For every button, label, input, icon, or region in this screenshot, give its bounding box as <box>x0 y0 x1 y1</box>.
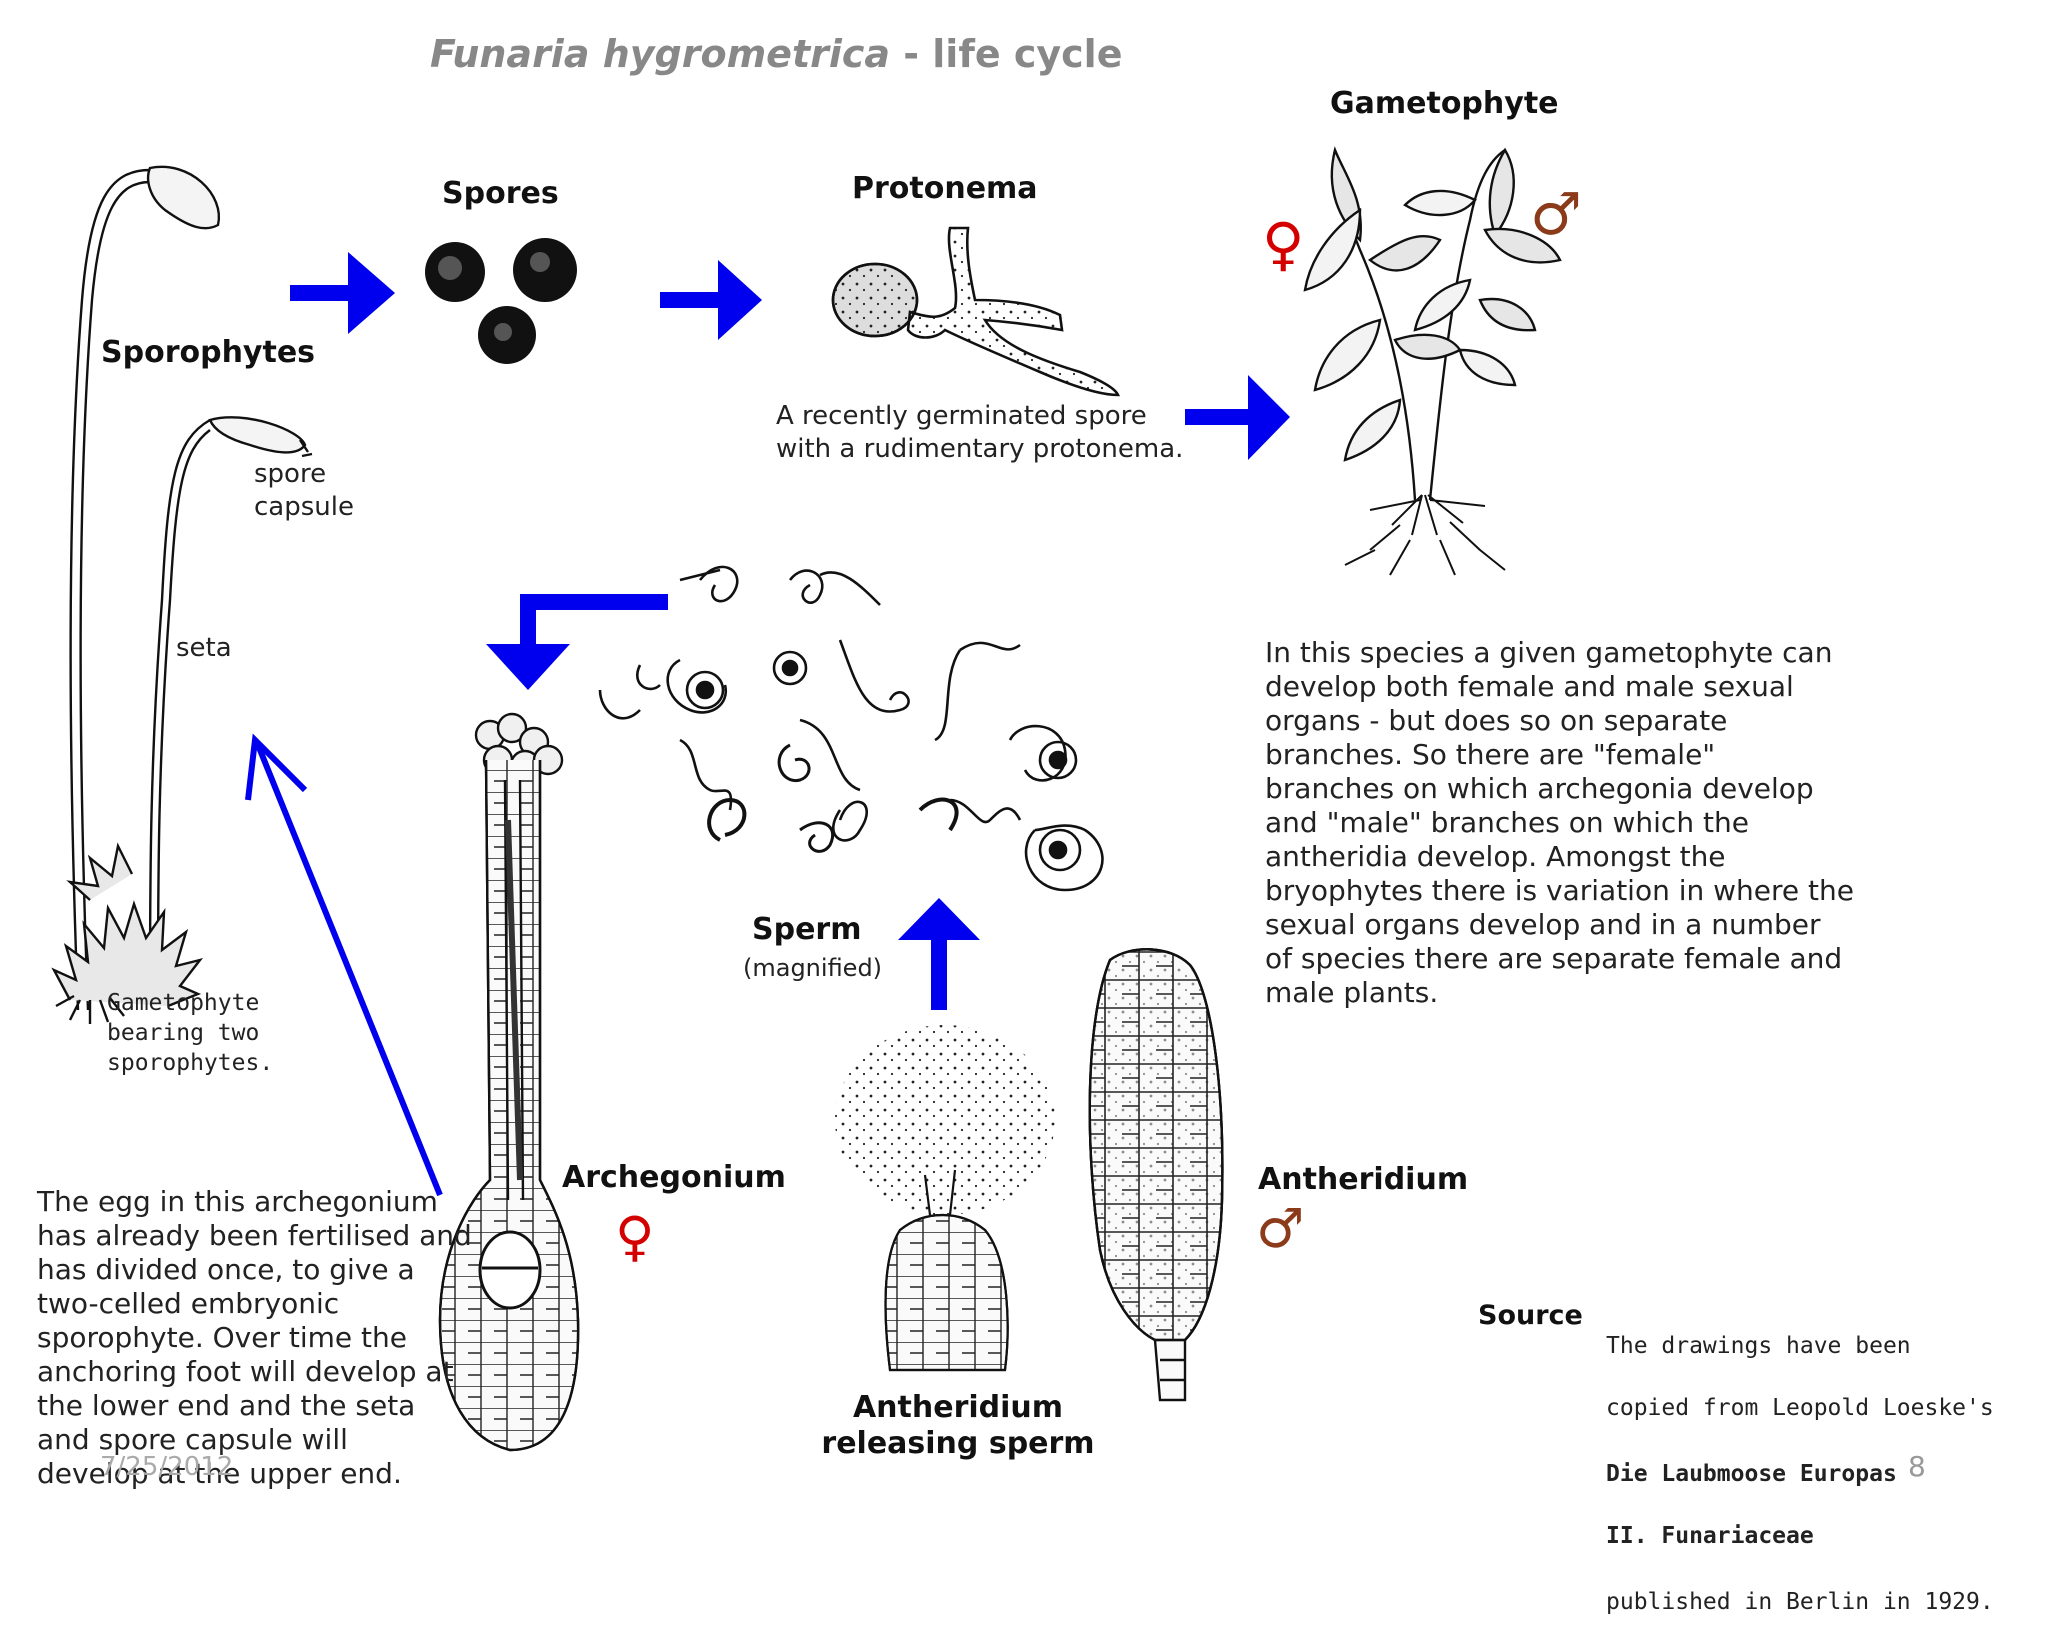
gametophyte-label: Gametophyte <box>1330 86 1559 121</box>
spores-label: Spores <box>442 176 559 211</box>
page-title: Funaria hygrometrica - life cycle <box>430 32 1122 76</box>
archegonium-drawing <box>438 712 580 1452</box>
sporophytes-label: Sporophytes <box>101 335 316 370</box>
gametophyte-drawing <box>1303 146 1562 576</box>
footer-date: 7/25/2012 <box>100 1452 234 1482</box>
arrow-archegonium-to-sporophytes <box>245 733 443 1197</box>
antheridium-label: Antheridium <box>1258 1162 1469 1197</box>
arrow-antheridium-to-sperm <box>898 898 980 1010</box>
male-symbol-gametophyte: ♂ <box>1530 180 1582 248</box>
cycle-arrows <box>245 252 1290 1197</box>
protonema-drawing <box>831 226 1120 397</box>
male-symbol-antheridium: ♂ <box>1256 1197 1305 1260</box>
life-cycle-illustrations <box>51 146 1562 1452</box>
arrow-sporophytes-to-spores <box>290 252 395 334</box>
sperm-drawing <box>598 565 1104 892</box>
antheridium-releasing-label: Antheridium releasing sperm <box>821 1390 1095 1461</box>
source-line-3: published in Berlin in 1929. <box>1606 1589 1994 1615</box>
source-details: The drawings have been copied from Leopo… <box>1606 1300 1994 1649</box>
arrow-gametophyte-to-archegonium <box>486 594 668 690</box>
species-name: Funaria hygrometrica <box>430 32 891 76</box>
antheridium-drawing <box>1088 948 1224 1402</box>
protonema-caption: A recently germinated spore with a rudim… <box>776 401 1184 464</box>
egg-description: The egg in this archegonium has already … <box>37 1185 472 1490</box>
gametophyte-bearing-caption: Gametophyte bearing two sporophytes. <box>107 990 274 1076</box>
arrow-spores-to-protonema <box>660 260 762 340</box>
source-book-title: Die Laubmoose Europas <box>1606 1461 1897 1487</box>
antheridium-releasing-drawing <box>835 1025 1055 1372</box>
archegonium-label: Archegonium <box>562 1160 786 1195</box>
spore-capsule-label: spore capsule <box>254 459 354 522</box>
female-symbol-archegonium: ♀ <box>615 1205 655 1268</box>
spores-drawing <box>425 238 577 364</box>
source-line-2: copied from Leopold Loeske's <box>1606 1395 1994 1421</box>
source-book-part: II. Funariaceae <box>1606 1523 1814 1549</box>
seta-label: seta <box>176 633 232 663</box>
sperm-label: Sperm <box>752 912 862 947</box>
female-symbol-gametophyte: ♀ <box>1262 210 1305 278</box>
source-line-1: The drawings have been <box>1606 1333 1911 1359</box>
title-suffix: - life cycle <box>890 32 1123 76</box>
gametophyte-description: In this species a given gametophyte can … <box>1265 636 1854 1009</box>
protonema-label: Protonema <box>852 171 1038 206</box>
source-heading: Source <box>1478 1300 1583 1331</box>
arrow-protonema-to-gametophyte <box>1185 375 1290 460</box>
page-number: 8 <box>1908 1450 1926 1483</box>
sperm-magnified-note: (magnified) <box>743 954 883 982</box>
sporophytes-drawing <box>51 165 313 1024</box>
